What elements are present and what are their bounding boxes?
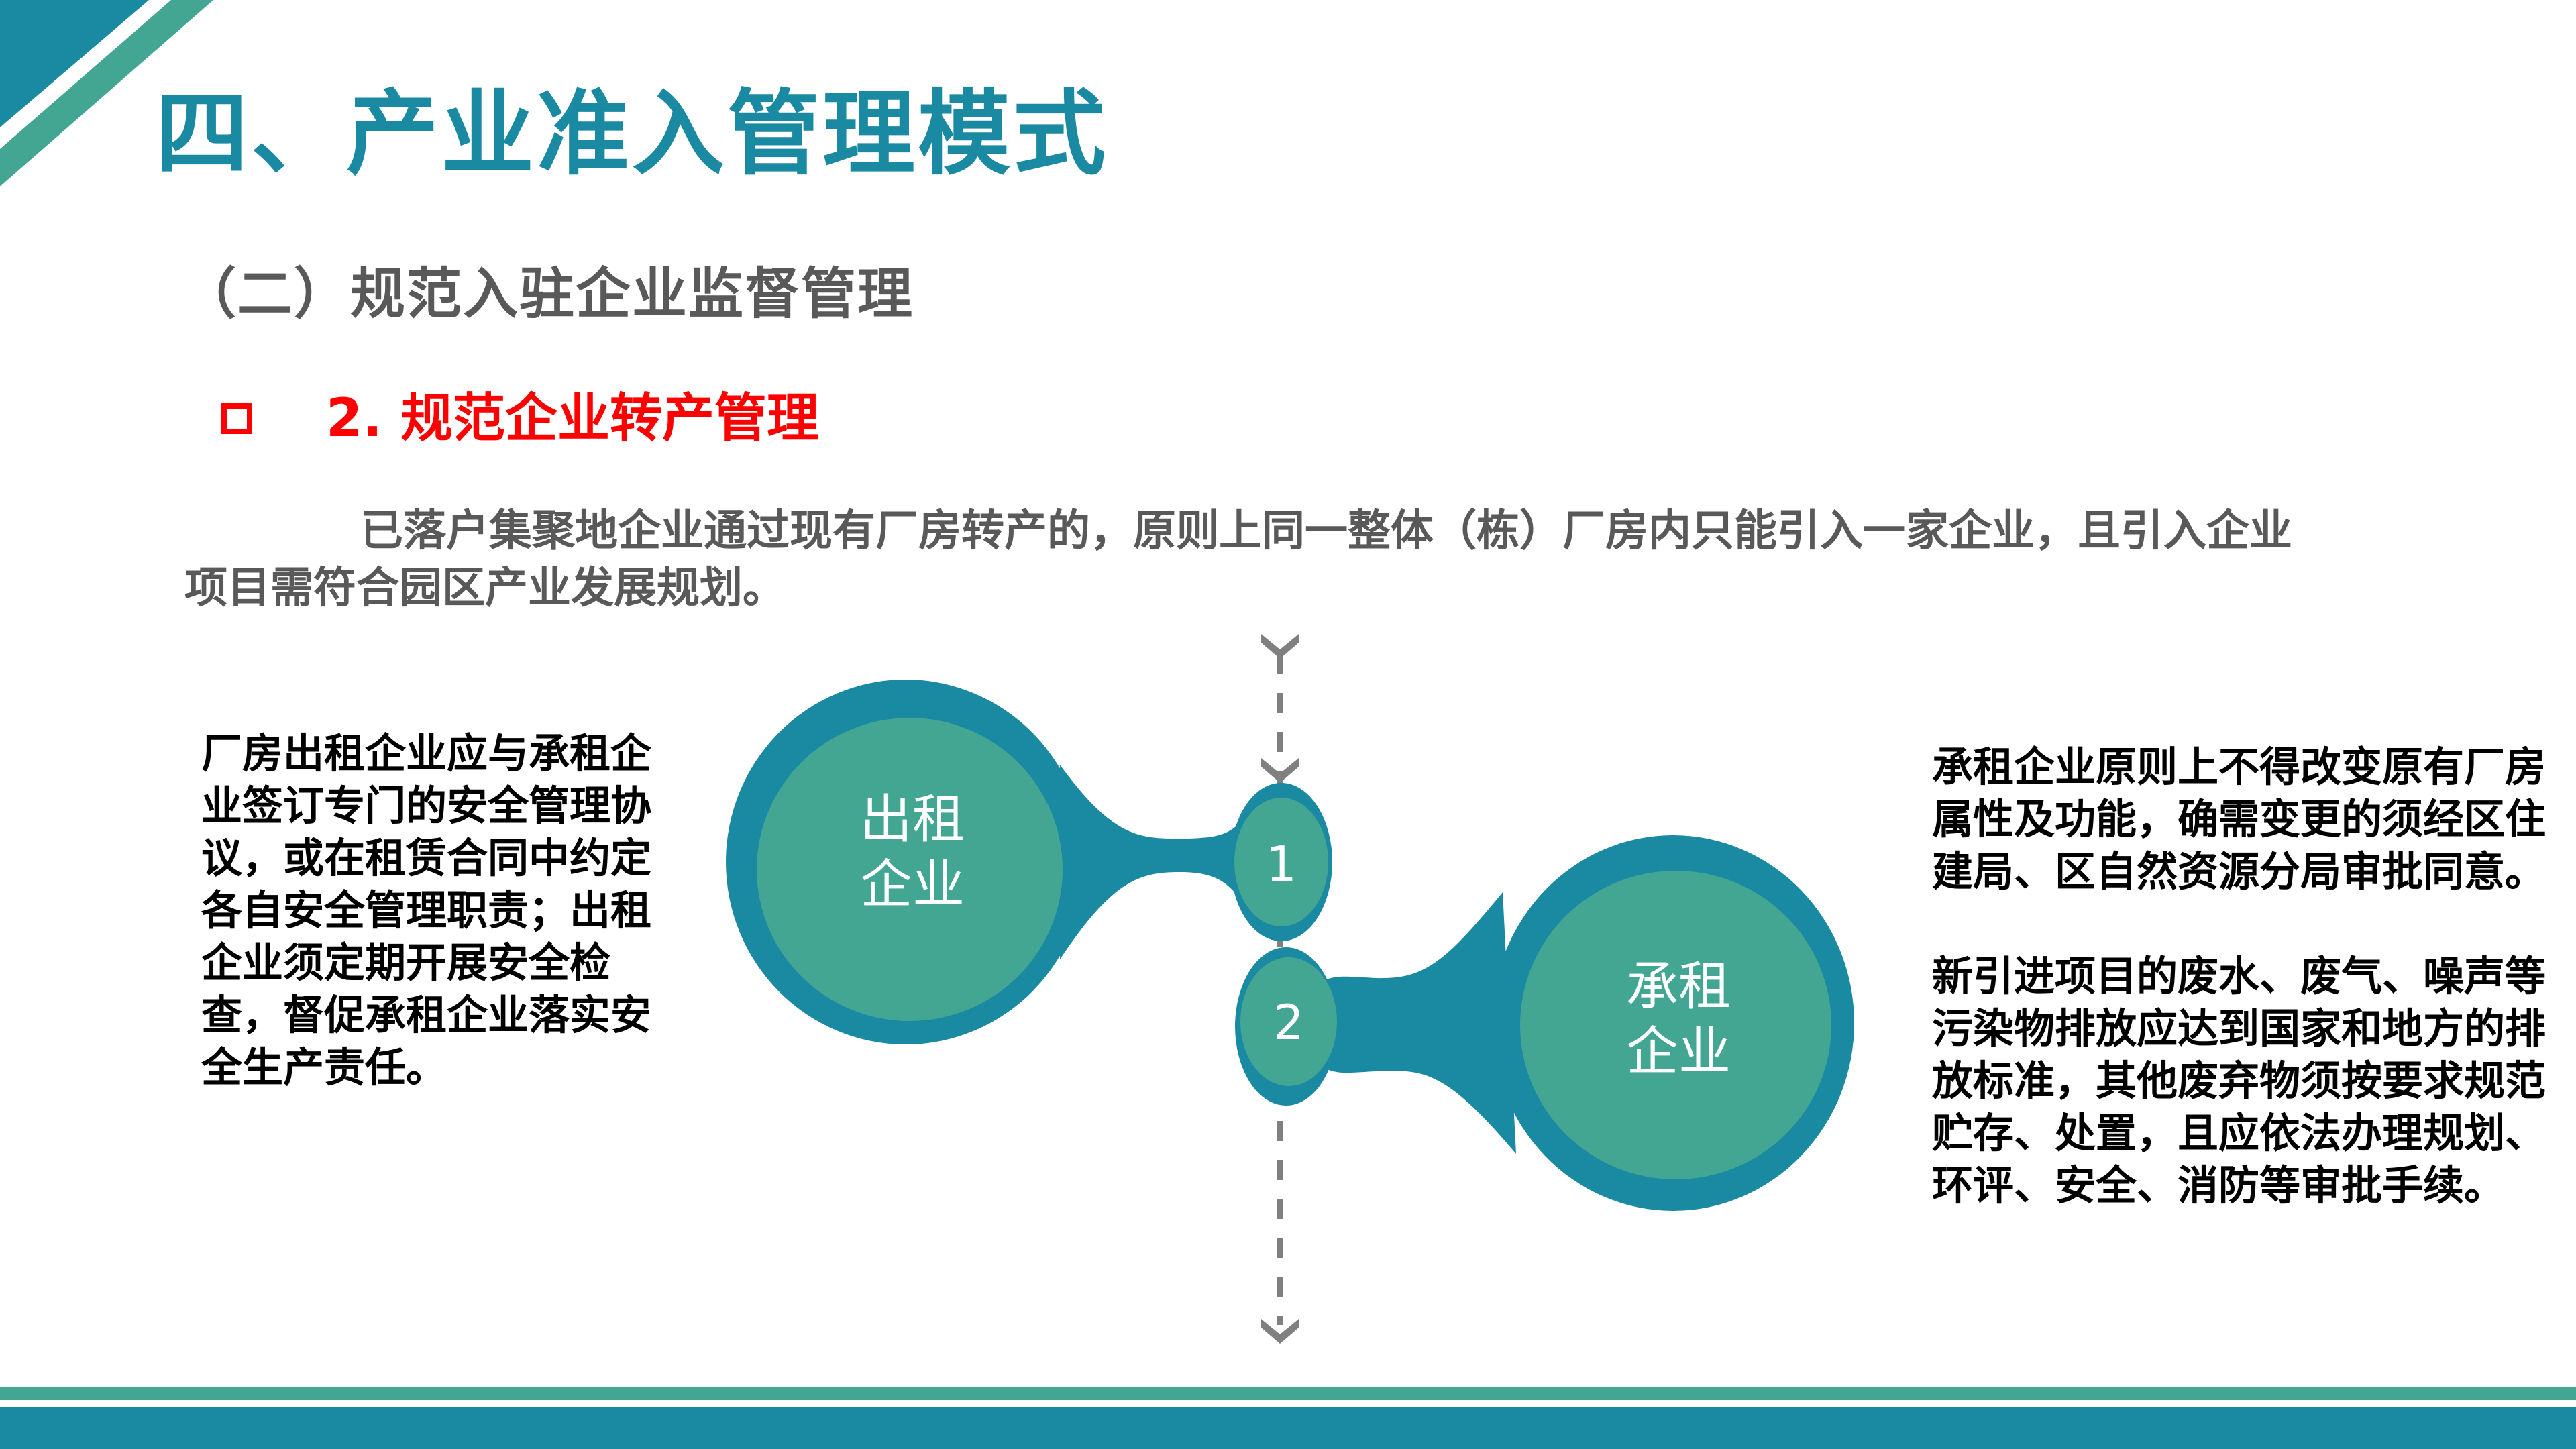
intro-paragraph: 已落户集聚地企业通过现有厂房转产的，原则上同一整体（栋）厂房内只能引入一家企业，… <box>184 503 2298 617</box>
corner-blue-triangle <box>0 0 149 127</box>
lessor-description: 厂房出租企业应与承租企业签订专门的安全管理协议，或在租赁合同中约定各自安全管理职… <box>201 730 652 1091</box>
right-node-label-line2: 企业 <box>1626 1022 1731 1082</box>
bullet-heading: 2. 规范企业转产管理 <box>221 392 819 445</box>
step-2-node: 2 <box>1235 947 1337 1106</box>
page-title: 四、产业准入管理模式 <box>156 78 1109 188</box>
corner-green-stripe <box>0 0 213 186</box>
chevron-down-icon <box>1261 1319 1299 1344</box>
lessee-paragraph-1: 承租企业原则上不得改变原有厂房属性及功能，确需变更的须经区住建局、区自然资源分局… <box>1932 743 2546 896</box>
lessee-description: 承租企业原则上不得改变原有厂房属性及功能，确需变更的须经区住建局、区自然资源分局… <box>1932 741 2563 1212</box>
step-2-number: 2 <box>1273 994 1304 1051</box>
corner-decoration <box>0 0 213 186</box>
step-1-node: 1 <box>1230 783 1332 941</box>
footer-green-band <box>0 1387 2576 1400</box>
hollow-square-bullet-icon <box>221 403 252 434</box>
left-node-shape <box>726 680 1275 1044</box>
right-node-label-line1: 承租 <box>1626 957 1731 1017</box>
left-node-label-line2: 企业 <box>860 855 965 915</box>
chevron-down-icon <box>1261 758 1299 783</box>
section-subtitle: （二）规范入驻企业监督管理 <box>181 262 914 326</box>
lessee-paragraph-2: 新引进项目的废水、废气、噪声等污染物排放应达到国家和地方的排放标准，其他废弃物须… <box>1932 953 2546 1210</box>
chevron-down-icon <box>1261 634 1299 659</box>
footer-blue-band <box>0 1407 2576 1449</box>
right-node-shape <box>1308 835 1854 1211</box>
left-node-label-line1: 出租 <box>860 790 965 850</box>
step-1-number: 1 <box>1266 836 1297 892</box>
bullet-heading-text: 2. 规范企业转产管理 <box>326 388 820 449</box>
intro-text: 已落户集聚地企业通过现有厂房转产的，原则上同一整体（栋）厂房内只能引入一家企业，… <box>184 506 2292 613</box>
